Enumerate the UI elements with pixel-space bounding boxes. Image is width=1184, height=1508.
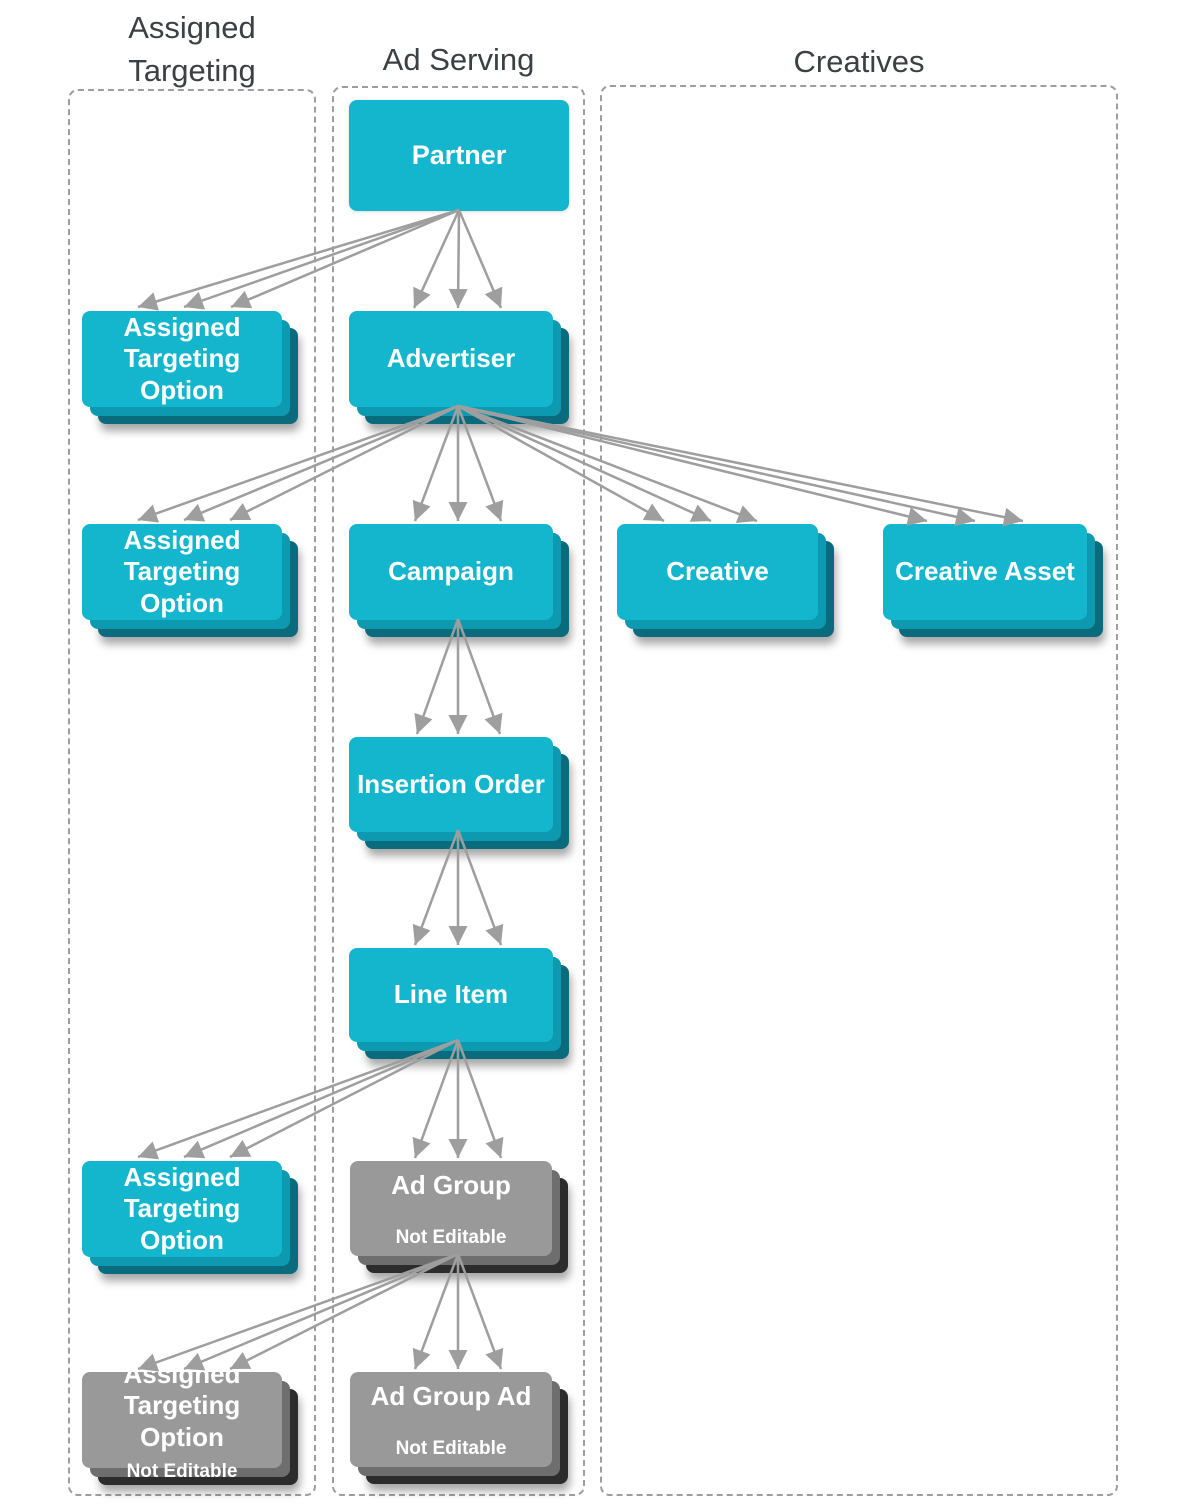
- node-label: Assigned Targeting Option: [123, 312, 241, 405]
- node-face: Ad Group Not Editable: [350, 1161, 552, 1256]
- column-assigned-targeting: [68, 89, 316, 1496]
- node-partner-face: Partner: [349, 100, 569, 211]
- node-ad-group: Ad Group Not Editable: [350, 1161, 568, 1273]
- node-label: Ad Group: [391, 1170, 511, 1201]
- node-face: Campaign: [349, 524, 553, 620]
- node-face: Assigned Targeting Option: [82, 524, 282, 620]
- node-creative: Creative: [617, 524, 834, 637]
- node-face: Advertiser: [349, 311, 553, 407]
- node-label: Advertiser: [386, 343, 516, 374]
- node-face: Insertion Order: [349, 737, 553, 832]
- node-label: Creative Asset: [895, 556, 1075, 587]
- node-label: Creative: [666, 556, 769, 587]
- node-sublabel-not-editable: Not Editable: [126, 1460, 238, 1482]
- node-face: Line Item: [349, 948, 553, 1042]
- node-face: Creative Asset: [883, 524, 1087, 620]
- node-sublabel-not-editable: Not Editable: [395, 1437, 507, 1459]
- node-label: Ad Group Ad: [370, 1381, 532, 1412]
- node-sublabel-not-editable: Not Editable: [395, 1226, 507, 1248]
- node-face: Assigned Targeting Option: [82, 311, 282, 407]
- node-label: Assigned Targeting Option: [123, 1359, 241, 1452]
- column-title-creatives: Creatives: [793, 44, 925, 79]
- node-label: Insertion Order: [357, 768, 545, 799]
- node-line-item: Line Item: [349, 948, 569, 1059]
- node-partner: Partner: [349, 100, 569, 211]
- node-face: Assigned Targeting Option: [82, 1161, 282, 1257]
- node-assigned-targeting-option-partner: Assigned Targeting Option: [82, 311, 298, 424]
- node-insertion-order: Insertion Order: [349, 737, 569, 849]
- node-assigned-targeting-option-line-item: Assigned Targeting Option: [82, 1161, 298, 1274]
- node-label: Campaign: [388, 556, 514, 587]
- column-creatives: [600, 85, 1118, 1496]
- column-title-assigned-targeting: Assigned Targeting: [128, 10, 256, 88]
- node-face: Assigned Targeting Option Not Editable: [82, 1359, 282, 1481]
- node-label: Assigned Targeting Option: [123, 1162, 241, 1255]
- node-label: Line Item: [393, 979, 509, 1010]
- node-face: Creative: [617, 524, 818, 620]
- node-assigned-targeting-option-ad-group: Assigned Targeting Option Not Editable: [82, 1359, 298, 1485]
- node-label: Assigned Targeting Option: [123, 525, 241, 618]
- node-assigned-targeting-option-advertiser: Assigned Targeting Option: [82, 524, 298, 637]
- node-campaign: Campaign: [349, 524, 569, 637]
- node-partner-label: Partner: [411, 140, 507, 171]
- node-advertiser: Advertiser: [349, 311, 569, 424]
- node-creative-asset: Creative Asset: [883, 524, 1103, 637]
- node-ad-group-ad: Ad Group Ad Not Editable: [350, 1372, 568, 1484]
- column-ad-serving: [332, 86, 585, 1496]
- column-title-ad-serving: Ad Serving: [382, 42, 535, 77]
- node-face: Ad Group Ad Not Editable: [350, 1372, 552, 1467]
